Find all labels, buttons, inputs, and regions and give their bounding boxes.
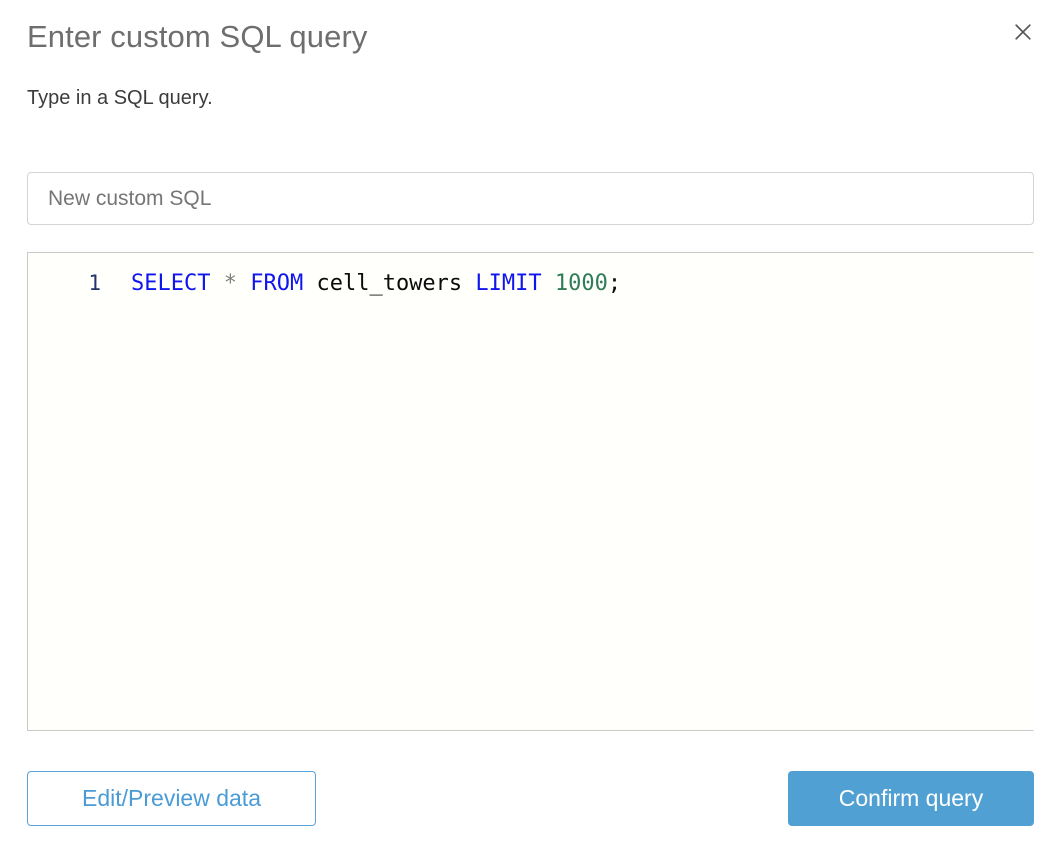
line-number: 1 bbox=[88, 271, 101, 295]
edit-preview-data-button[interactable]: Edit/Preview data bbox=[27, 771, 316, 826]
sql-space-2 bbox=[303, 271, 316, 296]
sql-space-3 bbox=[462, 271, 475, 296]
sql-keyword-limit: LIMIT bbox=[475, 271, 542, 296]
sql-keyword-from: FROM bbox=[250, 271, 304, 296]
sql-table-name: cell_towers bbox=[316, 271, 463, 296]
confirm-query-button[interactable]: Confirm query bbox=[788, 771, 1034, 826]
sql-operator-star bbox=[210, 271, 223, 296]
query-name-input[interactable] bbox=[27, 172, 1034, 225]
code-content: SELECT * FROM cell_towers LIMIT 1000; bbox=[101, 269, 621, 299]
dialog-subtitle: Type in a SQL query. bbox=[27, 87, 213, 109]
close-icon[interactable] bbox=[1005, 14, 1041, 50]
sql-row-limit: 1000 bbox=[554, 271, 608, 296]
sql-code-editor[interactable]: 1 SELECT * FROM cell_towers LIMIT 1000; bbox=[27, 252, 1034, 731]
sql-semicolon: ; bbox=[607, 271, 622, 296]
editor-line: 1 SELECT * FROM cell_towers LIMIT 1000; bbox=[28, 268, 1033, 298]
page-title: Enter custom SQL query bbox=[27, 19, 368, 54]
sql-space-4 bbox=[542, 271, 555, 296]
sql-space-1 bbox=[237, 271, 250, 296]
sql-star-glyph: * bbox=[223, 271, 237, 296]
sql-keyword-select: SELECT bbox=[131, 271, 211, 296]
